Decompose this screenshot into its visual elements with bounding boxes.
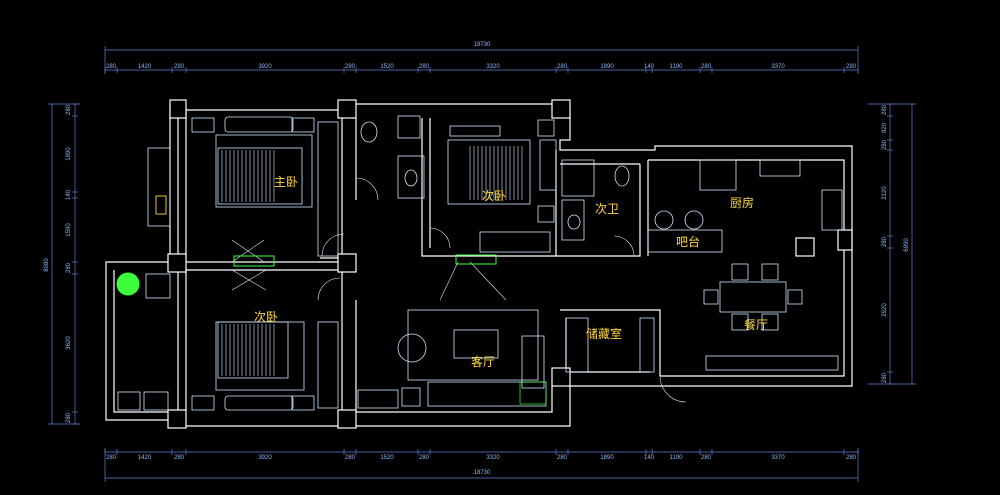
top-dimension-label: 140	[644, 64, 655, 70]
bottom-dimension-label: 1520	[380, 455, 394, 461]
bottom-dimension-label: 280	[846, 455, 857, 461]
top-dimension-label: 280	[701, 64, 712, 70]
structural-columns	[167, 99, 853, 429]
top-dimension-label: 1890	[600, 64, 614, 70]
right-dimension-label: 2120	[882, 186, 888, 200]
bottom-dimension-ticks: 280 1420 280 3920 280 1520 280 3320 280 1890 140 11…	[104, 449, 859, 461]
room-label-storage: 储藏室	[586, 326, 622, 341]
right-dimension-label: 280	[882, 372, 888, 383]
right-total-dimension: 6990	[904, 238, 910, 252]
room-label-kitchen: 厨房	[730, 195, 754, 210]
left-dimension-ticks: 280 1890 140 1590 280 3620 280	[66, 103, 78, 425]
left-dimension-label: 280	[66, 262, 72, 273]
top-dimension-label: 280	[557, 64, 568, 70]
room-label-second-bedroom-top: 次卧	[482, 189, 506, 203]
top-dimension-label: 3920	[258, 64, 272, 70]
bottom-dimension-label: 280	[557, 455, 568, 461]
top-dimension-label: 1190	[670, 64, 684, 70]
furniture	[117, 115, 843, 411]
bottom-dimension-label: 280	[701, 455, 712, 461]
right-dimension-label: 2920	[882, 303, 888, 317]
room-label-living: 客厅	[471, 354, 495, 369]
bottom-dimension-label: 3370	[771, 455, 785, 461]
left-dimension-label: 1890	[66, 147, 72, 161]
bottom-dimension-label: 1890	[600, 455, 614, 461]
green-accents	[116, 195, 547, 405]
bottom-total-dimension: 18730	[474, 470, 491, 476]
left-total-dimension: 8080	[44, 258, 50, 272]
room-label-second-bathroom: 次卫	[595, 202, 619, 216]
top-dimension-label: 280	[106, 64, 117, 70]
bottom-dimension-label: 140	[644, 455, 655, 461]
top-dimension-label: 280	[419, 64, 430, 70]
bottom-dimension-label: 280	[106, 455, 117, 461]
room-label-dining: 餐厅	[744, 317, 768, 332]
left-dimension-label: 1590	[66, 223, 72, 237]
right-dimension-ticks: 280 820 280 2120 280 2920 280	[882, 103, 893, 385]
left-dimension-label: 280	[66, 412, 72, 423]
top-dimension-label: 3320	[486, 64, 500, 70]
right-dimension-label: 820	[882, 122, 888, 133]
left-dimension-label: 140	[66, 189, 72, 200]
bottom-dimension-label: 280	[345, 455, 356, 461]
bottom-dimension-label: 280	[419, 455, 430, 461]
bottom-dimension-label: 3320	[486, 455, 500, 461]
bottom-dimension-label: 3920	[258, 455, 272, 461]
room-label-bar: 吧台	[676, 234, 700, 249]
top-dimension-label: 1520	[380, 64, 394, 70]
bottom-dimension-label: 1190	[670, 455, 684, 461]
walls	[105, 103, 853, 427]
left-dimension-label: 3620	[66, 336, 72, 350]
top-dimension-ticks: 280 1420 280 3920 280 1520 280 3320 280 1890 140 11…	[104, 64, 859, 73]
right-dimension-label: 280	[882, 104, 888, 115]
top-total-dimension: 18730	[474, 42, 491, 48]
right-dimension-label: 280	[882, 139, 888, 150]
left-dimension-label: 280	[66, 104, 72, 115]
bottom-dimension-label: 280	[174, 455, 185, 461]
room-label-master-bedroom: 主卧	[274, 175, 298, 189]
top-dimension-label: 280	[174, 64, 185, 70]
right-dimension-label: 280	[882, 236, 888, 247]
top-dimension-label: 1420	[138, 64, 152, 70]
top-dimension-label: 280	[846, 64, 857, 70]
top-dimension-label: 3370	[771, 64, 785, 70]
room-label-second-bedroom-bottom: 次卧	[254, 310, 278, 324]
top-dimension-label: 280	[345, 64, 356, 70]
bottom-dimension-label: 1420	[138, 455, 152, 461]
door-swings	[231, 177, 687, 403]
